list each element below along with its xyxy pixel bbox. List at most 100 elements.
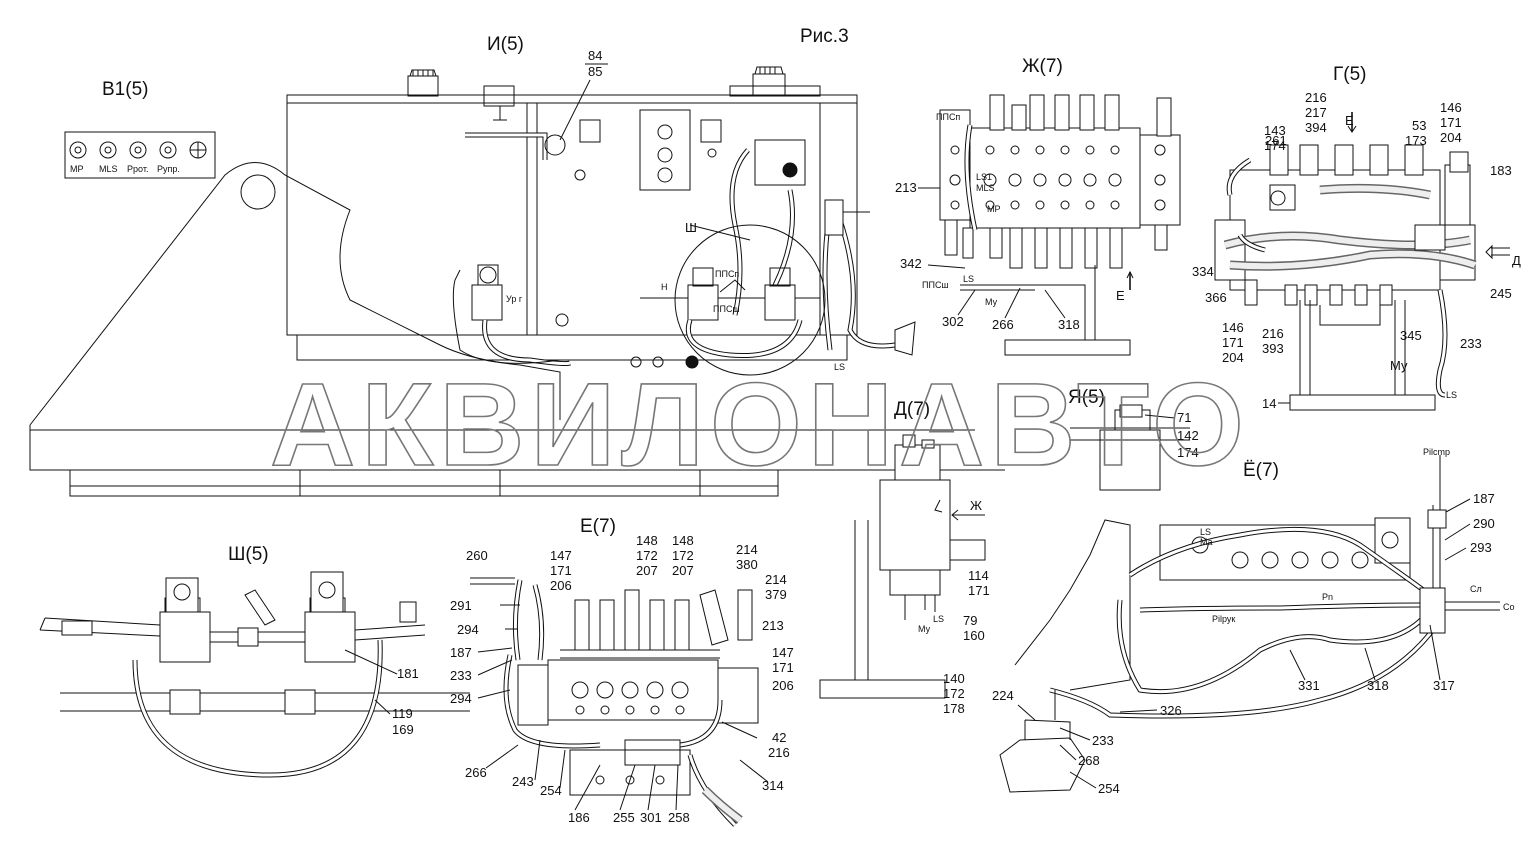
callout-e-291: 291: [450, 598, 472, 613]
figure-label: Рис.3: [800, 26, 849, 47]
port-urg: Ур г: [506, 294, 523, 304]
callout-g-233: 233: [1460, 336, 1482, 351]
callout-e-214b: 214: [765, 572, 787, 587]
port-zh-ls: LS: [963, 274, 974, 284]
callout-e-148a: 148: [636, 533, 658, 548]
port-zh-mu: Му: [985, 297, 998, 307]
callout-e-213: 213: [762, 618, 784, 633]
port-zh-arrow: Ж: [970, 498, 982, 513]
callout-zh-266: 266: [992, 317, 1014, 332]
callout-e-258: 258: [668, 810, 690, 825]
view-e: [470, 577, 759, 827]
callout-zh-318: 318: [1058, 317, 1080, 332]
callout-yo-187: 187: [1473, 491, 1495, 506]
callout-g-146: 146: [1440, 100, 1462, 115]
view-i-label: И(5): [487, 34, 524, 55]
port-yo-sl: Сл: [1470, 584, 1482, 594]
callout-e-260: 260: [466, 548, 488, 563]
callout-e-301: 301: [640, 810, 662, 825]
callout-yo-290: 290: [1473, 516, 1495, 531]
callout-g-393: 393: [1262, 341, 1284, 356]
view-d: [819, 434, 986, 699]
callout-d-172: 172: [943, 686, 965, 701]
port-zh-ppssh: ППСш: [922, 280, 949, 290]
callout-e-187: 187: [450, 645, 472, 660]
view-v1: [64, 131, 216, 179]
callout-e-206: 206: [550, 578, 572, 593]
view-yo-label: Ё(7): [1243, 460, 1279, 481]
callout-g-217: 217: [1305, 105, 1327, 120]
view-ya: [1070, 404, 1190, 491]
callout-d-114: 114: [968, 568, 989, 583]
callout-e-243: 243: [512, 774, 534, 789]
callout-e-172a: 172: [636, 548, 658, 563]
callout-g-261: 261: [1265, 133, 1287, 148]
callout-h-mark: Н: [661, 282, 668, 292]
callout-e-148b: 148: [672, 533, 694, 548]
port-prom: Pрот.: [127, 164, 148, 174]
callout-yo-233: 233: [1092, 733, 1114, 748]
port-d-ls: LS: [933, 614, 944, 624]
port-yo-so: Со: [1503, 602, 1515, 612]
view-e-label: Е(7): [580, 516, 616, 537]
callout-g-394: 394: [1305, 120, 1327, 135]
callout-ya-71: 71: [1177, 410, 1191, 425]
view-g: [1214, 112, 1510, 411]
port-yo-pilruk: Pilрук: [1212, 614, 1235, 624]
callout-e-294: 294: [457, 622, 479, 637]
callout-e-207a: 207: [636, 563, 658, 578]
callout-e-147: 147: [550, 548, 572, 563]
callout-sh-mark: Ш: [685, 220, 697, 235]
port-g-ls: LS: [1446, 390, 1457, 400]
callout-g-14: 14: [1262, 396, 1276, 411]
port-yo-pn: Pn: [1322, 592, 1333, 602]
callout-e-233: 233: [450, 668, 472, 683]
callout-sh-181: 181: [397, 666, 419, 681]
port-yo-ls: LS: [1200, 527, 1211, 537]
callout-e-255: 255: [613, 810, 635, 825]
callout-g-334: 334: [1192, 264, 1214, 279]
callout-e-171b: 171: [772, 660, 794, 675]
port-g-d: Д: [1512, 253, 1521, 268]
port-pupr: Pупр.: [157, 164, 180, 174]
callout-g-366: 366: [1205, 290, 1227, 305]
view-sh-label: Ш(5): [228, 544, 269, 565]
view-zh: [939, 94, 1181, 356]
callout-yo-224: 224: [992, 688, 1014, 703]
view-zh-label: Ж(7): [1022, 56, 1063, 77]
callout-zh-213: 213: [895, 180, 917, 195]
callout-ya-174: 174: [1177, 445, 1199, 460]
callout-yo-317: 317: [1433, 678, 1455, 693]
callout-e-254: 254: [540, 783, 562, 798]
port-zh-mls: MLS: [976, 183, 995, 193]
callout-g-171: 171: [1440, 115, 1462, 130]
view-yo: [999, 455, 1500, 793]
callout-g-146b: 146: [1222, 320, 1244, 335]
callout-yo-326: 326: [1160, 703, 1182, 718]
callout-g-173: 173: [1405, 133, 1427, 148]
callout-zh-302: 302: [942, 314, 964, 329]
port-ppsp: ППСп: [715, 269, 739, 279]
callout-e-172b: 172: [672, 548, 694, 563]
port-yo-ma: Ma: [1200, 537, 1213, 547]
callout-e-294b: 294: [450, 691, 472, 706]
callout-ya-142: 142: [1177, 428, 1199, 443]
port-yo-pilcmp: Pilcmp: [1423, 447, 1450, 457]
view-ya-label: Я(5): [1068, 387, 1105, 408]
view-v1-label: В1(5): [102, 79, 148, 100]
callout-d-171: 171: [968, 583, 990, 598]
port-zh-mp: MP: [987, 204, 1001, 214]
callout-e-379: 379: [765, 587, 787, 602]
callout-g-171b: 171: [1222, 335, 1244, 350]
callout-g-216: 216: [1305, 90, 1327, 105]
callout-g-204b: 204: [1222, 350, 1244, 365]
callout-e-171: 171: [550, 563, 572, 578]
port-ls-main: LS: [834, 362, 845, 372]
callout-g-345: 345: [1400, 328, 1422, 343]
port-g-e: Е: [1345, 113, 1354, 128]
port-ppssh: ППСш: [713, 304, 740, 314]
callout-e-266: 266: [465, 765, 487, 780]
callout-yo-331: 331: [1298, 678, 1320, 693]
callout-yo-318: 318: [1367, 678, 1389, 693]
